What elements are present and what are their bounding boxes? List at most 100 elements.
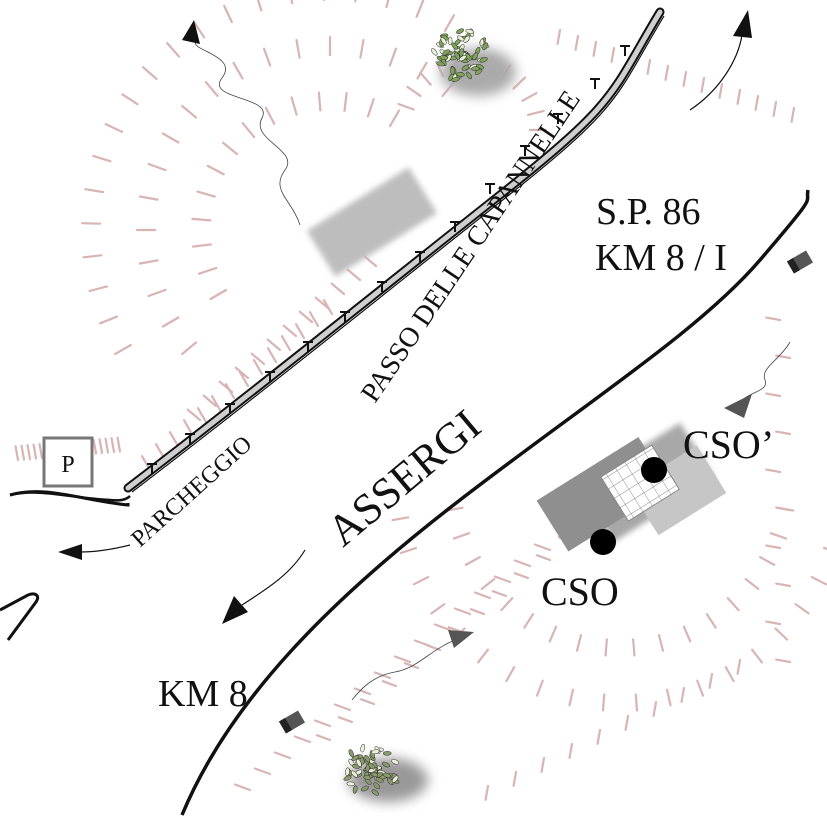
hatch-tick [506,667,514,681]
hatch-tick [383,681,396,686]
hatch-tick [633,639,634,655]
hatch-tick [522,93,536,101]
parking-label: PARCHEGGIO [127,431,258,552]
stream-upper [195,42,300,225]
hatch-tick [368,99,374,116]
hatch-tick [401,548,416,553]
hatch-tick [493,591,506,596]
hatch-tick [393,517,409,520]
site-a-label: CSO [541,569,619,614]
hatch-tick [612,48,614,62]
hatch-tick [726,667,734,681]
hatch-tick [594,42,596,56]
hatch-tick [339,717,352,722]
hatch-tick [268,348,276,362]
hatch-tick [386,0,390,7]
slope-hatching [16,0,827,800]
hatch-tick [796,604,809,613]
hatch-tick [684,72,686,86]
hatch-tick [266,108,274,124]
hatch-tick [140,260,158,263]
hatch-tick [417,0,424,17]
hatch-tick [170,432,178,446]
site-dot-icon [641,457,667,483]
hatch-tick [390,110,399,126]
leaf [456,28,465,35]
hatch-tick [720,84,722,98]
hatch-tick [199,268,216,274]
hatch-tick [315,721,330,726]
hatch-tick [210,290,226,299]
hatch-tick [756,96,758,110]
hatch-tick [16,446,18,460]
tree-icon [430,28,516,96]
km-marker-bottom-label: KM 8 [158,673,248,715]
hatch-tick [760,557,774,565]
hatch-tick [812,577,826,584]
hatch-tick [112,438,114,452]
hatch-tick [395,657,410,662]
hatch-tick [252,354,264,364]
hatch-tick [501,598,512,610]
hatch-tick [598,730,600,744]
hatch-tick [471,609,484,614]
pass-name-label: PASSO DELLE CAPANNELLE [355,85,587,408]
hatch-tick [256,0,261,10]
hatch-tick [682,688,684,702]
hatch-tick [569,690,572,706]
hatch-tick [667,690,670,706]
hatch-tick [184,420,192,434]
km-marker-top-label: KM 8 / I [595,237,727,279]
hatch-tick [348,270,360,280]
leaf [348,749,355,758]
hatch-tick [332,284,344,294]
hatch-tick [296,324,304,338]
leaf [383,751,391,755]
hatch-tick [22,446,24,460]
hatch-tick [390,49,396,66]
hatch-tick [766,546,780,548]
hatch-tick [766,318,780,320]
hatch-tick [659,635,663,651]
hatch-tick [414,577,428,584]
hatch-tick [85,189,103,192]
hatch-tick [466,557,480,565]
hatch-tick [486,786,488,800]
hatch-tick [355,689,370,694]
hatch-tick [100,439,102,453]
hatch-tick [40,444,42,458]
leaf [465,28,474,34]
hatch-tick [537,555,550,560]
direction-arrow-icon [58,544,130,560]
hatch-tick [140,196,158,199]
hatch-tick [234,63,243,79]
hatch-tick [149,290,166,296]
hatch-tick [360,40,363,58]
road-fragment [0,594,38,640]
hatch-tick [188,410,200,420]
hatch-tick [550,627,556,642]
hatch-tick [570,744,572,758]
hatch-tick [445,15,454,31]
hatch-tick [206,82,218,96]
hatch-tick [192,219,210,220]
hatch-tick [255,769,270,774]
hatch-tick [535,545,550,550]
hatch-tick [606,639,607,655]
hatch-tick [361,699,374,704]
hatch-tick [524,614,533,627]
hatch-tick [495,577,510,582]
hatch-tick [707,614,716,627]
direction-arrow-icon [222,550,305,624]
leaf [471,66,479,71]
hatch-tick [208,166,224,174]
hatch-tick [182,342,196,354]
hatch-tick [515,561,530,566]
hatch-tick [289,0,292,3]
site-dot-icon [590,529,616,555]
hatch-tick [752,650,762,663]
hatch-tick [728,598,739,610]
hatch-tick [766,394,780,396]
hatch-tick [513,78,525,89]
hatch-tick [774,102,776,116]
